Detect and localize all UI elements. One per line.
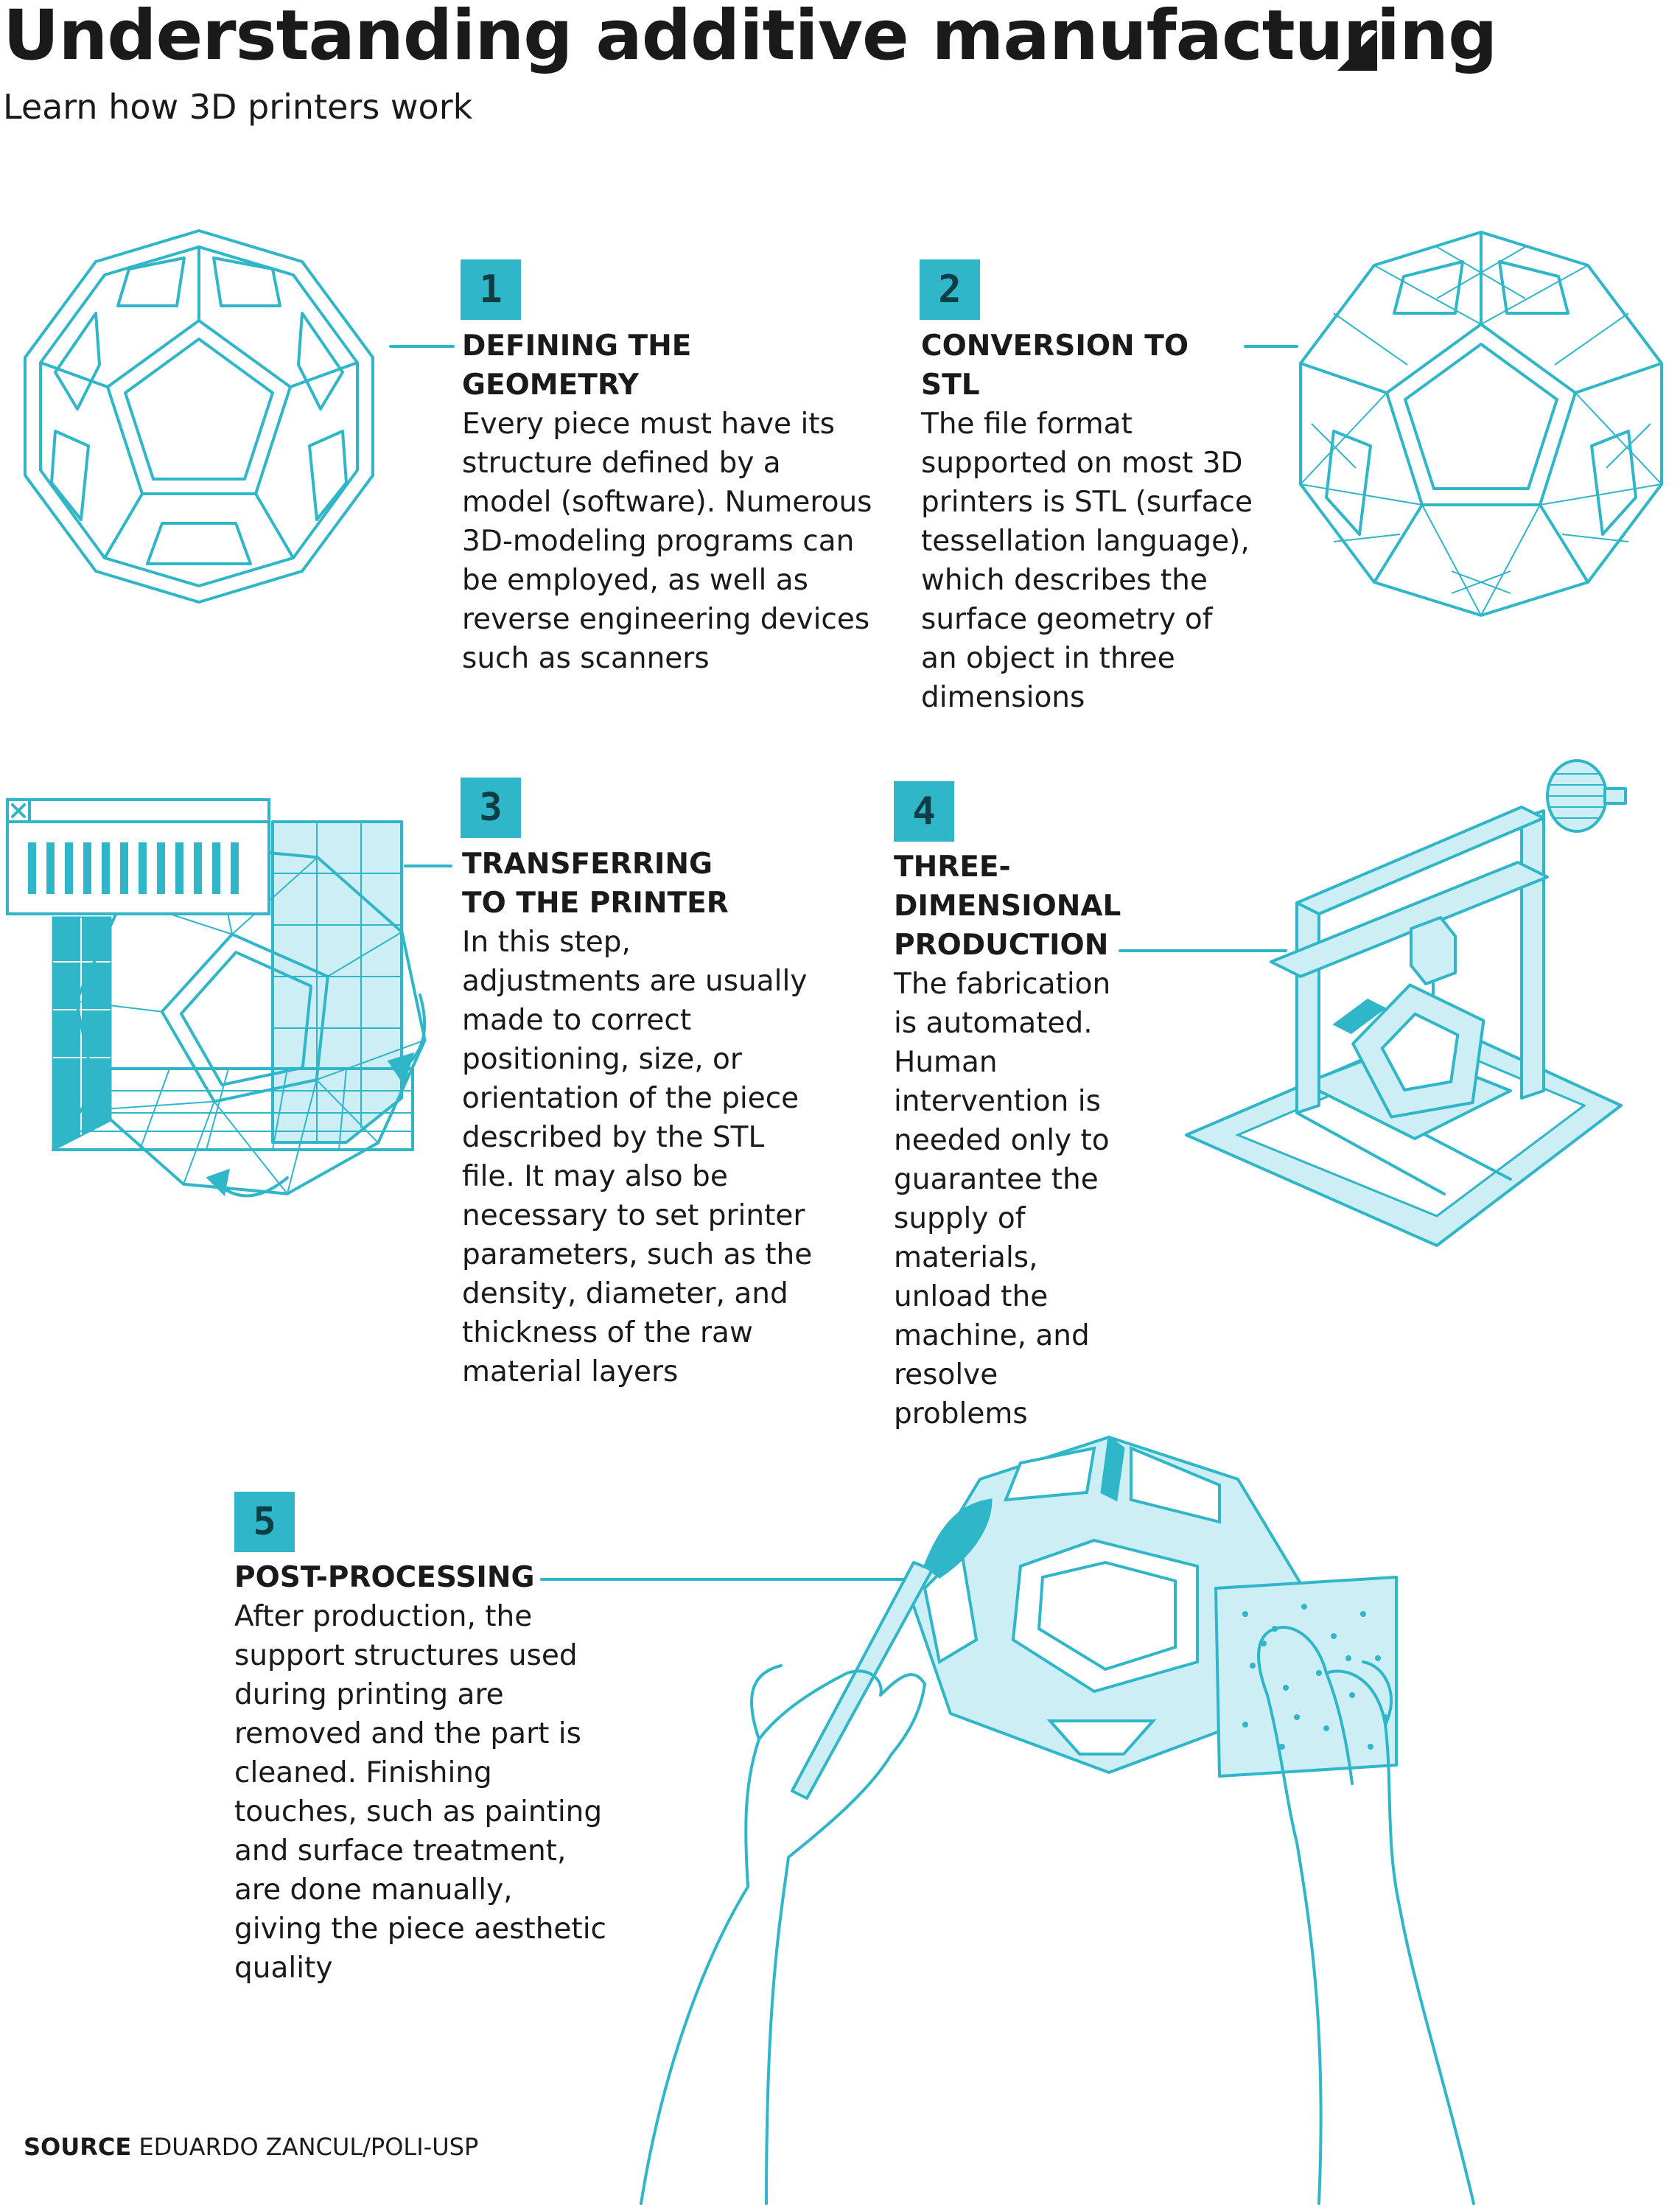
step-2-badge: 2 xyxy=(920,259,980,320)
step-2-heading: CONVERSION TO STL xyxy=(921,329,1189,402)
page-subtitle: Learn how 3D printers work xyxy=(3,87,473,127)
step-4-text: The fabrication is automated. Human inte… xyxy=(894,968,1111,1431)
step-1-badge: 1 xyxy=(461,259,521,320)
step-2: CONVERSION TO STL The file format suppor… xyxy=(921,326,1253,717)
step-3-number: 3 xyxy=(479,786,503,830)
step-5-badge: 5 xyxy=(234,1492,295,1552)
dodecahedron-model-icon xyxy=(24,229,374,604)
step-4-badge: 4 xyxy=(894,781,954,842)
step-1-text: Every piece must have its structure defi… xyxy=(462,408,872,675)
step-2-number: 2 xyxy=(938,268,962,312)
step-3-text: In this step, adjustments are usually ma… xyxy=(462,926,813,1389)
step-3-badge: 3 xyxy=(461,778,521,838)
step-1-number: 1 xyxy=(479,268,503,312)
hands-finishing-icon xyxy=(640,1435,1475,2205)
step-5: POST-PROCESSING After production, the su… xyxy=(234,1558,606,1988)
step-5-number: 5 xyxy=(253,1500,276,1544)
step-1-heading: DEFINING THE GEOMETRY xyxy=(462,329,692,402)
corner-triangle-icon xyxy=(1337,31,1377,71)
page-title: Understanding additive manufacturing xyxy=(3,0,1497,76)
step-4-heading: THREE-DIMENSIONAL PRODUCTION xyxy=(894,850,1121,962)
stl-mesh-icon xyxy=(1299,231,1663,617)
connector-lines xyxy=(389,345,1298,1581)
step-4: THREE-DIMENSIONAL PRODUCTION The fabrica… xyxy=(894,848,1203,1433)
step-3: TRANSFERRING TO THE PRINTER In this step… xyxy=(462,845,816,1391)
source-label: SOURCE xyxy=(24,2133,132,2161)
step-2-text: The file format supported on most 3D pri… xyxy=(921,408,1253,714)
software-window-icon xyxy=(6,798,427,1198)
step-3-heading: TRANSFERRING TO THE PRINTER xyxy=(462,848,729,920)
step-5-heading: POST-PROCESSING xyxy=(234,1561,535,1594)
source-text: EDUARDO ZANCUL/POLI-USP xyxy=(139,2133,479,2161)
source-credit: SOURCE EDUARDO ZANCUL/POLI-USP xyxy=(24,2133,478,2161)
step-5-text: After production, the support structures… xyxy=(234,1600,606,1985)
step-4-number: 4 xyxy=(912,789,936,834)
printer-icon xyxy=(1185,759,1627,1247)
step-1: DEFINING THE GEOMETRY Every piece must h… xyxy=(462,326,875,678)
